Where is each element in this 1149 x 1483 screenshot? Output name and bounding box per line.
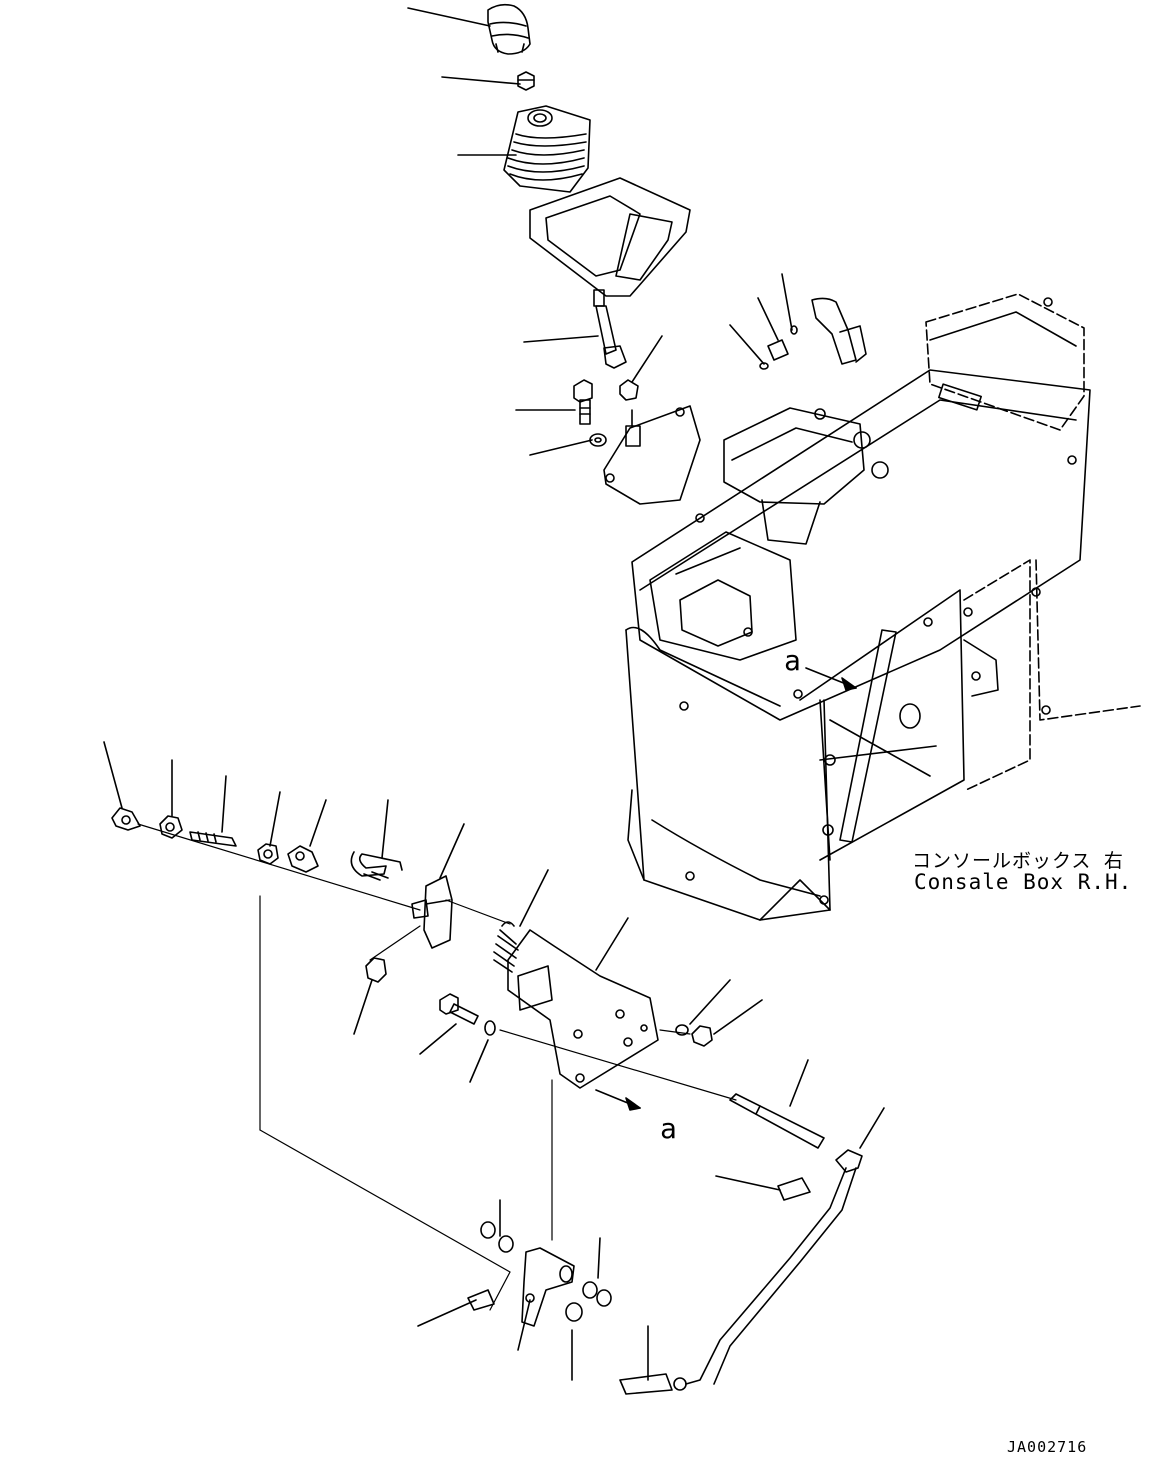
ball-joint-right — [287, 845, 319, 873]
gasket-plate — [529, 177, 691, 297]
view-a-label-bottom: a — [660, 1112, 677, 1145]
bushings-lower-right — [582, 1281, 612, 1307]
lever-shaft — [593, 289, 627, 369]
leader-lines-top — [407, 7, 793, 456]
console-label-en: Consale Box R.H. — [914, 870, 1133, 894]
pedal-cap — [619, 1373, 687, 1395]
view-arrow-upper — [805, 667, 857, 691]
pin-short — [777, 1177, 811, 1201]
fittings-upper — [759, 297, 867, 370]
bushings-lower-left — [480, 1221, 514, 1253]
pin-shaft — [729, 1093, 825, 1149]
ball-joint-left — [111, 807, 141, 831]
drawing-id: JA002716 — [1007, 1438, 1088, 1456]
valve-bracket — [603, 405, 701, 505]
return-spring — [493, 921, 519, 973]
nut-lower-2 — [257, 843, 279, 865]
console-label-jp: コンソールボックス 右 — [912, 850, 1124, 872]
washer-upper — [589, 433, 607, 447]
lever-knob — [487, 3, 531, 55]
nut-lower-1 — [159, 815, 183, 839]
pedal-rod — [685, 1149, 863, 1385]
nut-top — [517, 71, 535, 91]
washer-right — [675, 1024, 689, 1036]
lever-boot — [503, 105, 591, 193]
console-box — [625, 293, 1141, 921]
washer-lower — [484, 1020, 496, 1036]
pin-bottom — [467, 1289, 495, 1311]
bolt-lower — [439, 993, 479, 1025]
leader-lines-lower — [103, 741, 885, 1381]
bushing-bottom — [565, 1302, 583, 1322]
pedal-lever-arm — [521, 1247, 575, 1327]
nut-right — [691, 1025, 713, 1047]
switch-body — [411, 875, 453, 949]
nut-mid — [619, 379, 639, 401]
assembly-lines — [137, 823, 737, 1311]
view-a-label-top: a — [784, 644, 801, 677]
nut-switch — [365, 957, 387, 983]
rod-end — [189, 831, 237, 847]
u-clevis — [350, 851, 403, 881]
view-arrow-lower — [595, 1089, 641, 1111]
pedal-bracket — [507, 929, 659, 1089]
bolt-upper — [573, 379, 593, 425]
